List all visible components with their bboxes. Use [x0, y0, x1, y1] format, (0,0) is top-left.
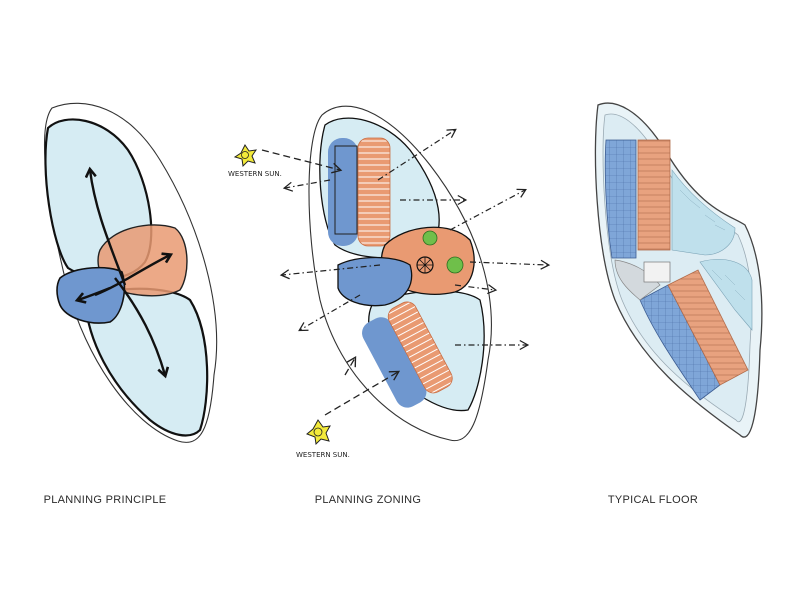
- upper-open-area: [671, 169, 736, 256]
- principle-arrow-down-icon: [114, 277, 165, 375]
- lower-orange-core-zone: [387, 301, 453, 394]
- floor-hatching: [679, 189, 746, 301]
- upper-office-block: [334, 145, 358, 235]
- arrow-icon: [449, 188, 527, 231]
- tree-icon: [422, 230, 438, 246]
- western-sun-label: WESTERN SUN.: [228, 170, 282, 178]
- panel-caption-typical-floor: TYPICAL FLOOR: [607, 494, 699, 506]
- sun-rays-lower: [324, 355, 401, 416]
- arrow-icon: [298, 294, 361, 332]
- arrow-icon: [282, 179, 331, 192]
- planning-principle-diagram: [44, 102, 218, 443]
- lower-blue-office-zone: [362, 317, 427, 408]
- upper-core-strip: [637, 139, 671, 251]
- upper-blue-office-zone: [328, 138, 358, 246]
- wheel-spokes: [417, 257, 433, 273]
- arrow-icon: [279, 264, 381, 280]
- planning-zoning-diagram: WESTERN SUN. WESTERN SUN.: [228, 105, 551, 459]
- tree-icon: [446, 256, 464, 274]
- central-blue-zone: [337, 256, 413, 307]
- arrow-icon: [377, 128, 457, 181]
- principle-arrow-up-icon: [90, 170, 127, 286]
- lower-open-area: [699, 259, 753, 331]
- upper-office-strip: [604, 139, 637, 259]
- panel-caption-planning-principle: PLANNING PRINCIPLE: [43, 494, 167, 506]
- western-sun-label: WESTERN SUN.: [296, 451, 350, 459]
- lower-office-strip: [639, 284, 721, 401]
- principle-arrow-left-icon: [78, 286, 111, 300]
- sun-icon: [233, 144, 258, 168]
- panel-caption-planning-zoning: PLANNING ZONING: [314, 494, 422, 506]
- sun-rays-upper: [261, 149, 343, 174]
- atrium-void: [614, 259, 661, 301]
- lower-core-strip: [667, 269, 749, 386]
- upper-orange-core-zone: [357, 137, 391, 247]
- zoning-direction-arrows: [279, 128, 551, 351]
- arrow-icon: [344, 355, 357, 376]
- sun-icon: [306, 419, 331, 446]
- typical-floor-plan: [594, 102, 763, 438]
- floor-core-block: [643, 261, 671, 283]
